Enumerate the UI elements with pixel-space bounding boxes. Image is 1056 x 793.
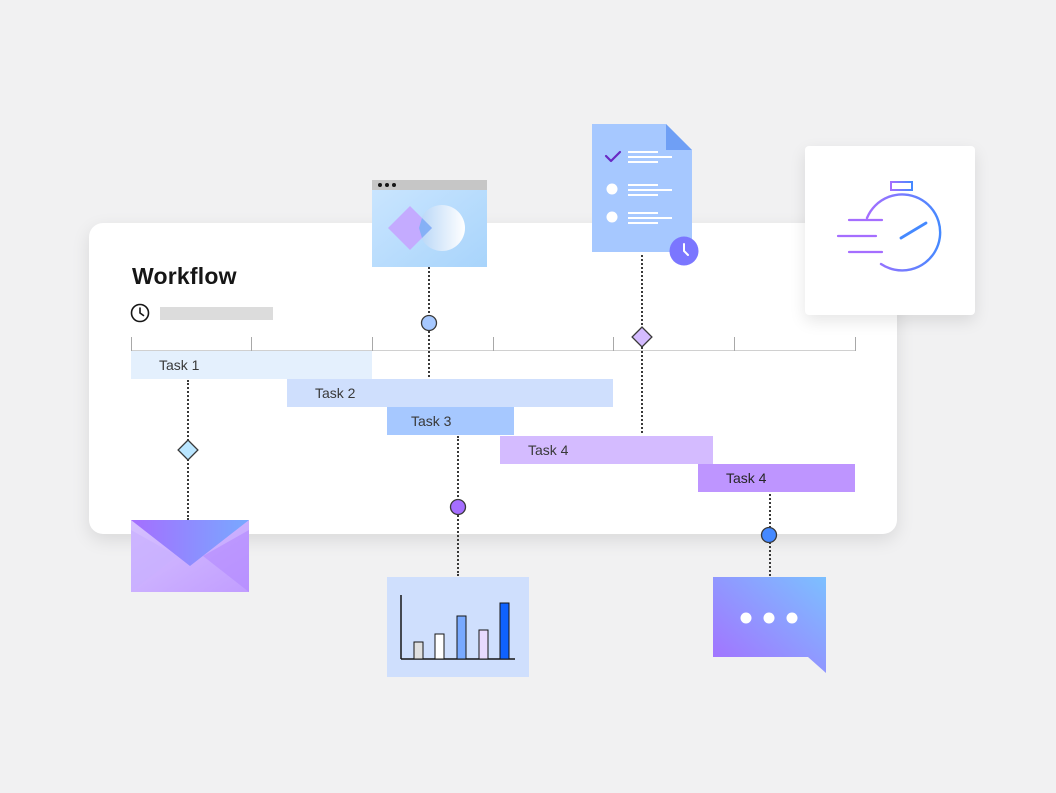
milestone-diamond-icon — [631, 326, 653, 348]
milestone-diamond-icon — [177, 439, 199, 461]
timeline-tick — [251, 337, 252, 351]
timestamp-placeholder — [160, 307, 273, 320]
task-bar-2[interactable]: Task 2 — [287, 379, 613, 407]
clock-icon — [130, 303, 150, 323]
timeline-tick — [131, 337, 132, 351]
task-bar-4[interactable]: Task 4 — [500, 436, 713, 464]
stopwatch-card — [805, 146, 975, 315]
task-bar-5[interactable]: Task 4 — [698, 464, 855, 492]
timeline-tick — [372, 337, 373, 351]
timeline-tick — [734, 337, 735, 351]
timeline-tick — [493, 337, 494, 351]
milestone-circle-icon — [420, 314, 438, 332]
task-label: Task 1 — [159, 357, 200, 373]
bar-chart-icon — [387, 577, 529, 677]
task-label: Task 4 — [726, 470, 767, 486]
milestone-circle-icon — [449, 498, 467, 516]
workflow-title: Workflow — [132, 263, 237, 289]
timeline-tick — [613, 337, 614, 351]
task-label: Task 3 — [411, 413, 452, 429]
milestone-circle-icon — [760, 526, 778, 544]
stopwatch-icon — [836, 181, 942, 272]
browser-window-icon — [372, 180, 487, 267]
task-label: Task 4 — [528, 442, 569, 458]
checklist-document-icon — [592, 124, 699, 266]
task-label: Task 2 — [315, 385, 356, 401]
chat-bubble-icon — [713, 577, 826, 673]
task-bar-3[interactable]: Task 3 — [387, 407, 514, 435]
task-bar-1[interactable]: Task 1 — [131, 351, 372, 379]
timeline-tick — [855, 337, 856, 351]
envelope-icon — [131, 520, 249, 592]
